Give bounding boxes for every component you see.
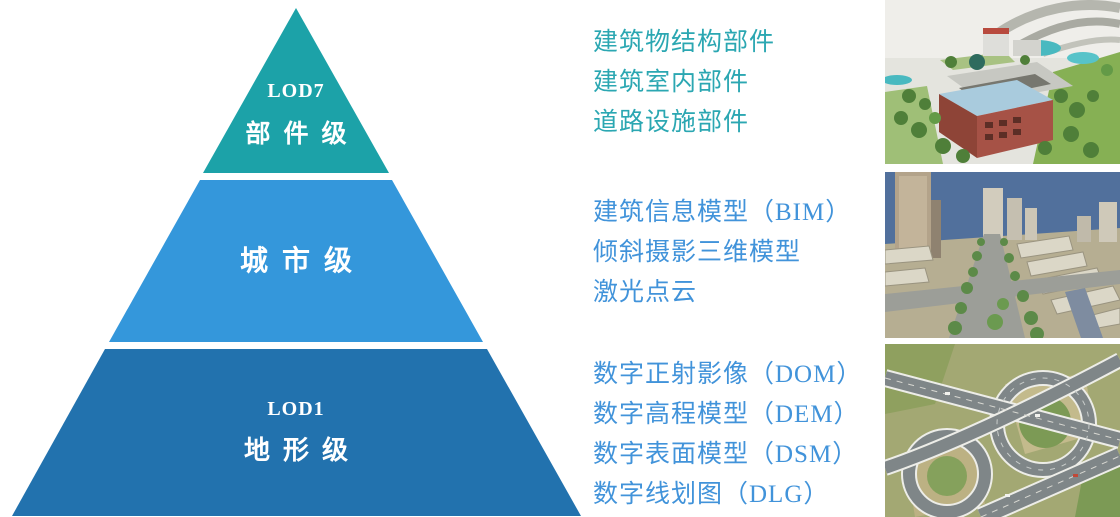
level-component-name: 部件级 [245,121,360,148]
component-level-items: 建筑物结构部件 建筑室内部件 道路设施部件 [593,23,775,143]
elevated-structure [1065,288,1103,338]
pyramid-level-terrain-shape [12,349,581,516]
building-3d-model-render [885,0,1120,164]
street-trees [948,238,1044,338]
lod-pyramid-diagram [12,8,581,516]
level-terrain-lod-code: LOD1 [267,398,325,420]
level-terrain-name: 地形级 [243,436,361,465]
photo-highway-interchange [885,344,1120,517]
list-item: 道路设施部件 [593,109,750,136]
city-oblique-photogrammetry-render [885,172,1120,338]
list-item: 倾斜摄影三维模型 [593,239,802,266]
list-item: 建筑室内部件 [593,69,750,96]
list-item: 数字表面模型（DSM） [593,441,859,468]
list-item: 数字线划图（DLG） [593,481,830,508]
highway-interchange-aerial-photo [885,344,1120,517]
trees [894,55,1113,163]
list-item: 建筑信息模型（BIM） [593,199,852,226]
pyramid-level-city-shape [109,180,483,342]
towers [895,172,1117,260]
list-item: 数字高程模型（DEM） [593,401,860,428]
list-item: 数字正射影像（DOM） [593,361,863,388]
list-item: 激光点云 [593,279,698,306]
cross-road [885,270,1120,312]
vehicles [945,392,1078,497]
list-item: 建筑物结构部件 [593,29,776,56]
main-building [939,62,1073,158]
city-level-items: 建筑信息模型（BIM） 倾斜摄影三维模型 激光点云 [593,193,851,313]
level-city-name: 城市级 [239,246,366,277]
level-component-lod-code: LOD7 [267,80,325,102]
roads [885,352,1120,517]
back-buildings [969,28,1041,70]
pyramid-level-component-shape [203,8,389,173]
photo-city-3d-model [885,172,1120,338]
photo-building-3d-model [885,0,1120,164]
terrain-level-items: 数字正射影像（DOM） 数字高程模型（DEM） 数字表面模型（DSM） 数字线划… [593,355,862,515]
